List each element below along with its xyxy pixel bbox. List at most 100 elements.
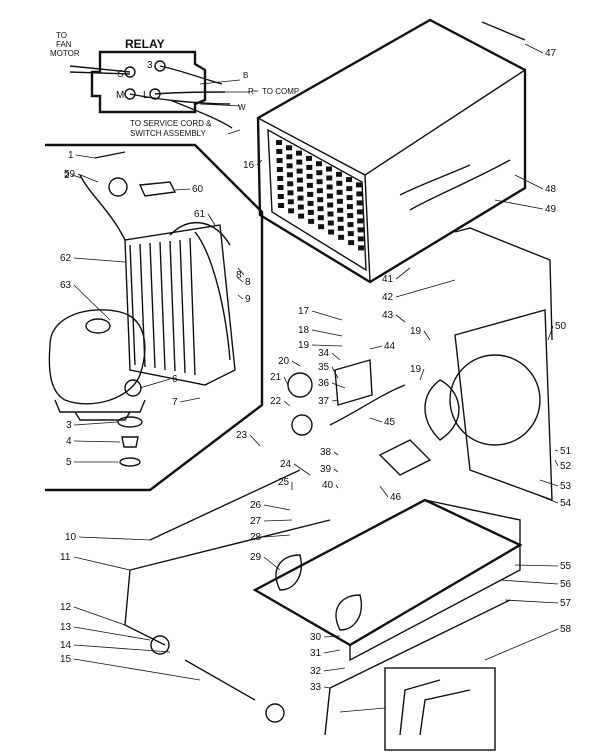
relay-body: [90, 50, 207, 114]
callout-19: 19: [410, 364, 422, 375]
grille-louver: [327, 202, 334, 208]
cabinet-grille-frame: [267, 128, 367, 272]
compressor-dome: [85, 318, 111, 334]
terminal-3-label: 3: [147, 60, 153, 71]
base-pan-sides: [349, 499, 521, 662]
grille-louver: [276, 158, 283, 163]
part-1-tube: [94, 151, 126, 159]
callout-26: 26: [250, 500, 262, 511]
shroud-bracket: [454, 227, 553, 341]
callout-63: 63: [60, 280, 72, 291]
motor-leads: [329, 384, 406, 426]
grille-louver: [296, 177, 303, 183]
callout-12: 12: [60, 602, 72, 613]
grille-louver: [316, 161, 322, 167]
callout-leader-6: [139, 378, 171, 389]
callout-leader-37: [331, 399, 339, 402]
base-and-frame: [124, 469, 523, 751]
callout-leader-14: [73, 644, 171, 653]
terminal-s-label: S: [117, 69, 124, 80]
fan-blade: [424, 379, 460, 441]
grille-louver: [286, 154, 293, 160]
grille-louver: [316, 170, 323, 176]
callout-leader-31: [323, 649, 341, 654]
grille-louver: [306, 155, 312, 161]
callout-50: 50: [555, 321, 567, 332]
callout-59: 59: [64, 169, 76, 180]
callout-leader-18: [311, 329, 343, 337]
grille-louver: [347, 222, 354, 228]
callout-leader-30: [323, 635, 341, 638]
cabinet-edges: [257, 69, 526, 283]
grille-louver: [356, 200, 363, 206]
callout-leader-24: [293, 463, 311, 476]
callout-leader-54: [539, 495, 559, 504]
callout-58: 58: [560, 624, 572, 635]
grille-louver: [317, 215, 324, 221]
detail-leader: [339, 707, 386, 713]
service-cord-label-1: TO SERVICE CORD &: [130, 119, 212, 128]
callout-leader-38: [333, 451, 339, 456]
grille-louver: [326, 193, 333, 199]
callout-leader-45: [369, 417, 383, 423]
callout-48: 48: [545, 184, 557, 195]
callout-8: 8: [236, 270, 242, 281]
grille-louver: [307, 191, 314, 197]
callout-leader-53: [539, 479, 559, 487]
callout-leader-59: [77, 173, 99, 183]
callout-17: 17: [298, 306, 310, 317]
callout-10: 10: [65, 532, 77, 543]
callout-27: 27: [250, 516, 262, 527]
relay-leads: [129, 65, 233, 129]
wheel-front: [150, 635, 170, 655]
callout-leader-33: [323, 686, 331, 689]
washer-3: [117, 416, 143, 428]
grille-louver: [346, 186, 353, 192]
callout-16: 16: [243, 160, 255, 171]
switch-knob: [287, 372, 313, 398]
callout-leaders: [71, 43, 559, 689]
grille-louver: [296, 150, 302, 156]
callout-46: 46: [390, 492, 402, 503]
callout-leader-61: [207, 213, 216, 226]
callout-24: 24: [280, 459, 292, 470]
callout-52: 52: [560, 461, 572, 472]
fan-motor-label-2: FAN: [56, 40, 72, 49]
grille-louver: [306, 164, 313, 170]
grille-louver: [356, 209, 363, 215]
grille-louver: [317, 197, 324, 203]
mount-grommet: [124, 379, 142, 397]
callout-leader-26: [263, 504, 291, 511]
compressor-shell: [48, 309, 146, 405]
grille-louver: [297, 204, 304, 210]
grille-louver: [278, 203, 285, 208]
callout-leader-20: [291, 360, 301, 367]
callout-leader-58: [484, 628, 559, 661]
callout-44: 44: [384, 341, 396, 352]
grille-louver: [276, 140, 282, 145]
compressor-subassembly: [45, 143, 264, 492]
callout-leader-4: [73, 440, 121, 443]
callout-leader-46: [379, 485, 389, 498]
callout-60: 60: [192, 184, 204, 195]
grille-louver: [298, 213, 305, 219]
callout-19: 19: [410, 326, 422, 337]
callout-leader-42: [395, 279, 456, 298]
capacitor: [334, 359, 373, 406]
callout-leader-15: [73, 658, 201, 681]
callout-18: 18: [298, 325, 310, 336]
callout-leader-41: [395, 267, 411, 280]
callout-leader-55: [514, 564, 559, 567]
callout-47: 47: [545, 48, 557, 59]
callout-35: 35: [318, 362, 330, 373]
callout-9: 9: [245, 294, 251, 305]
grille-louver: [357, 227, 364, 233]
callout-leader-19: [311, 344, 343, 347]
callout-11: 11: [60, 552, 71, 563]
coil-tubes: [194, 231, 231, 361]
callout-20: 20: [278, 356, 290, 367]
grille-louver: [337, 207, 344, 213]
callout-51: 51: [560, 446, 572, 457]
callout-leader-39: [333, 468, 339, 473]
